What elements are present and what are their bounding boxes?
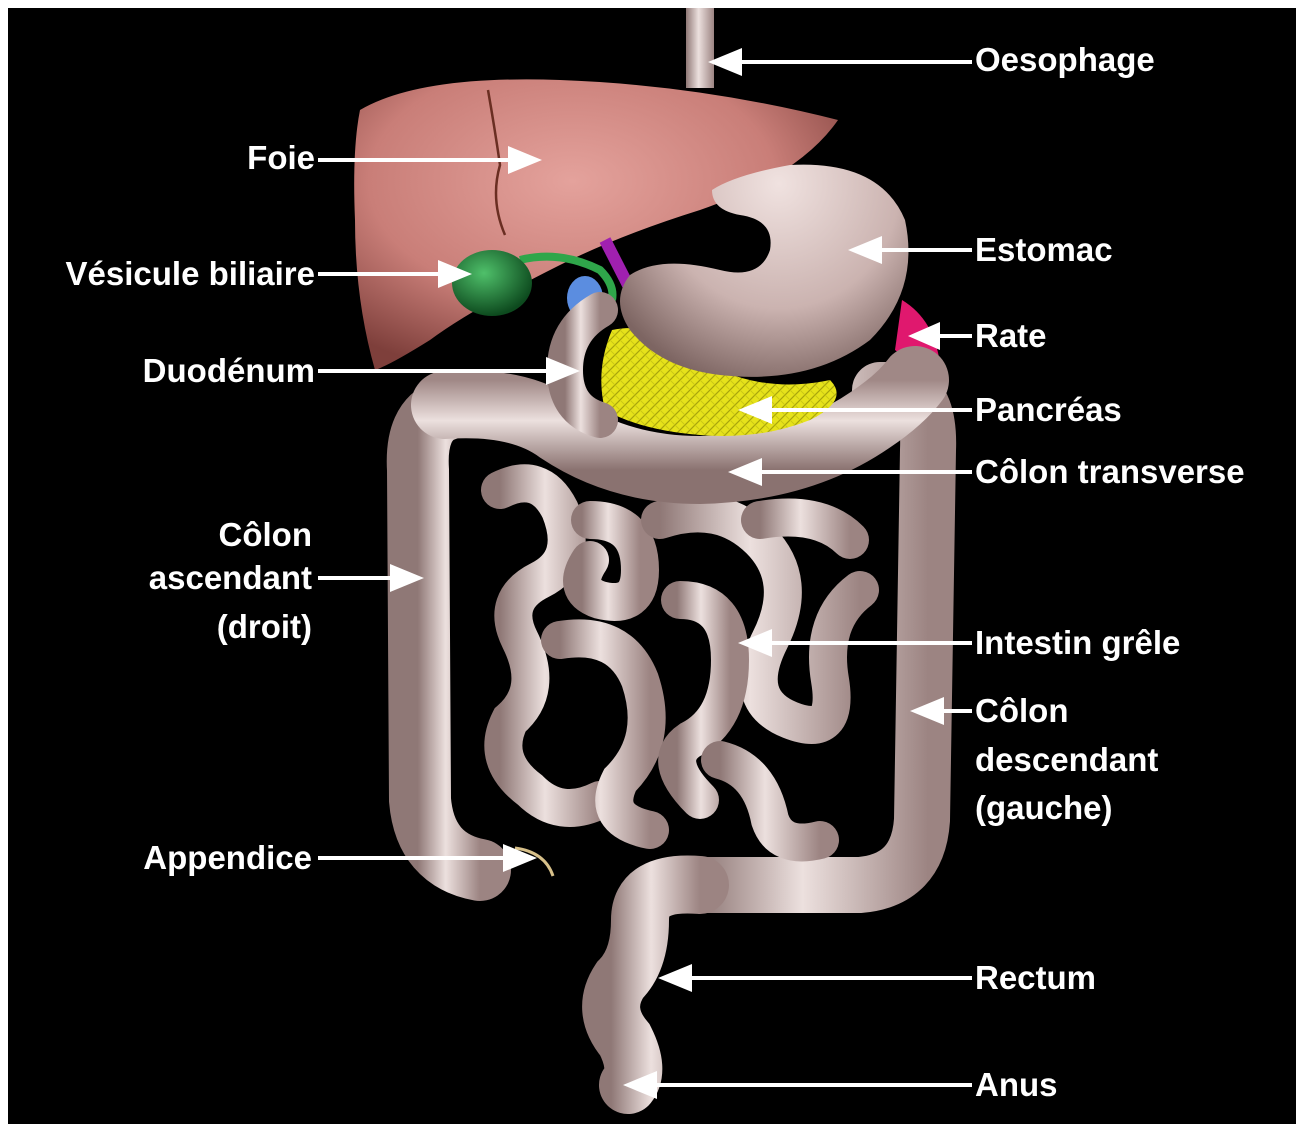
label-vesicule-biliaire: Vésicule biliaire: [10, 252, 315, 296]
duodenum-shape: [565, 310, 600, 420]
label-anus: Anus: [975, 1063, 1058, 1107]
label-rate: Rate: [975, 314, 1047, 358]
label-colon-descendant-line1: Côlon: [975, 689, 1068, 733]
label-duodenum: Duodénum: [60, 349, 315, 393]
small-intestine-shape: [500, 483, 860, 842]
label-colon-descendant-line2: descendant: [975, 738, 1158, 782]
label-rectum: Rectum: [975, 956, 1096, 1000]
label-colon-transverse: Côlon transverse: [975, 450, 1245, 494]
label-oesophage: Oesophage: [975, 38, 1155, 82]
label-appendice: Appendice: [60, 836, 312, 880]
gallbladder-shape: [452, 250, 532, 316]
label-intestin-grele: Intestin grêle: [975, 621, 1180, 665]
label-colon-ascendant-line3: (droit): [60, 605, 312, 649]
label-pancreas: Pancréas: [975, 388, 1122, 432]
label-foie: Foie: [180, 136, 315, 180]
label-colon-ascendant-line2: ascendant: [60, 556, 312, 600]
label-estomac: Estomac: [975, 228, 1113, 272]
label-colon-descendant-line3: (gauche): [975, 786, 1113, 830]
oesophagus-shape: [686, 8, 714, 88]
label-colon-ascendant-line1: Côlon: [60, 513, 312, 557]
ascending-colon-shape: [418, 410, 480, 870]
